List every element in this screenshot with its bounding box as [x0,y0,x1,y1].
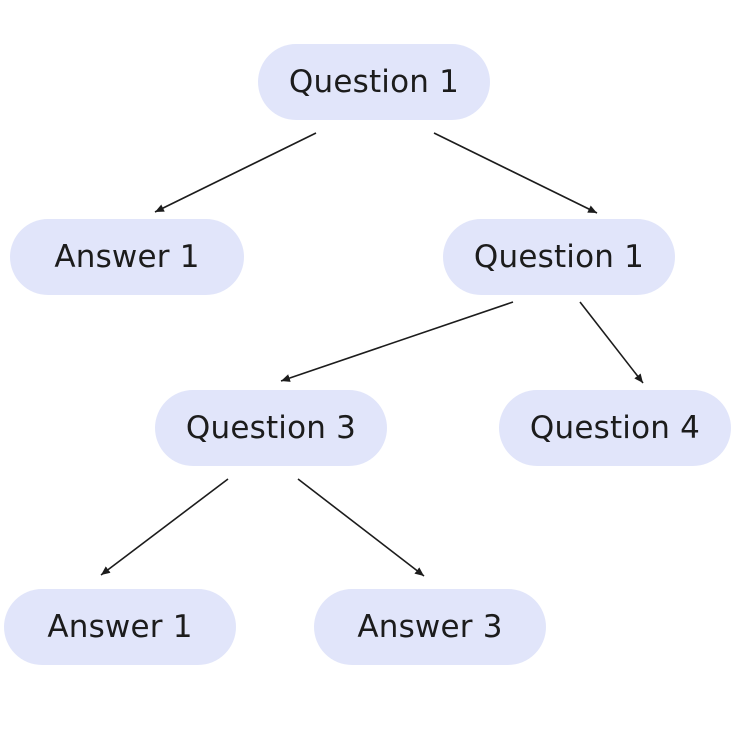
edge-question-3-to-answer-1 [100,478,229,576]
node-question-1: Question 1 [443,219,675,295]
node-label: Question 3 [185,410,357,446]
node-label: Question 4 [529,410,701,446]
node-label: Answer 3 [357,609,503,645]
node-question-4: Question 4 [499,390,731,466]
edge-root-to-question-1 [433,132,598,214]
edge-question-1-to-question-3 [280,301,514,382]
node-label: Answer 1 [54,239,200,275]
edge-question-3-to-answer-3 [297,478,425,577]
node-answer-3: Answer 3 [314,589,546,665]
node-question-3: Question 3 [155,390,387,466]
node-label: Question 1 [288,64,460,100]
node-answer-1: Answer 1 [10,219,244,295]
edge-root-to-answer-1 [154,132,317,213]
node-root-question: Question 1 [258,44,490,120]
node-bottom-answer-1: Answer 1 [4,589,236,665]
node-label: Answer 1 [47,609,193,645]
edge-question-1-to-question-4 [579,301,644,384]
node-label: Question 1 [473,239,645,275]
